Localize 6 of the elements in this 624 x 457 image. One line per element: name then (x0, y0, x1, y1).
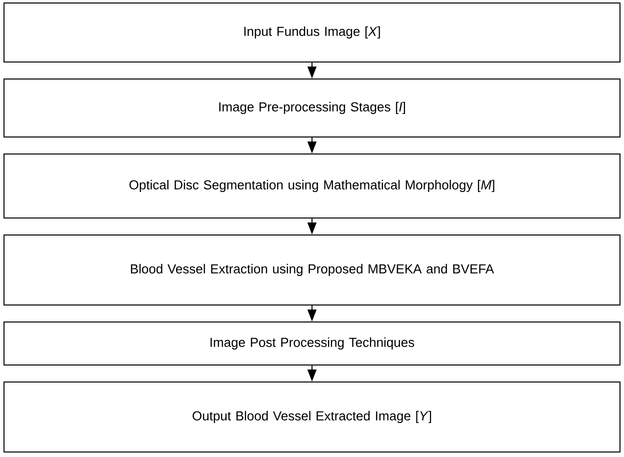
process-box: Blood Vessel Extraction using Proposed MBVEKA and BVEFA (4, 234, 620, 306)
process-box: Optical Disc Segmentation using Mathematical Morphology [M] (4, 154, 620, 218)
process-box: Output Blood Vessel Extracted Image [Y] (4, 381, 620, 452)
process-box: Image Post Processing Techniques (4, 321, 620, 366)
process-box: Input Fundus Image [X] (4, 2, 620, 62)
process-box: Image Pre-processing Stages [I] (4, 78, 620, 138)
